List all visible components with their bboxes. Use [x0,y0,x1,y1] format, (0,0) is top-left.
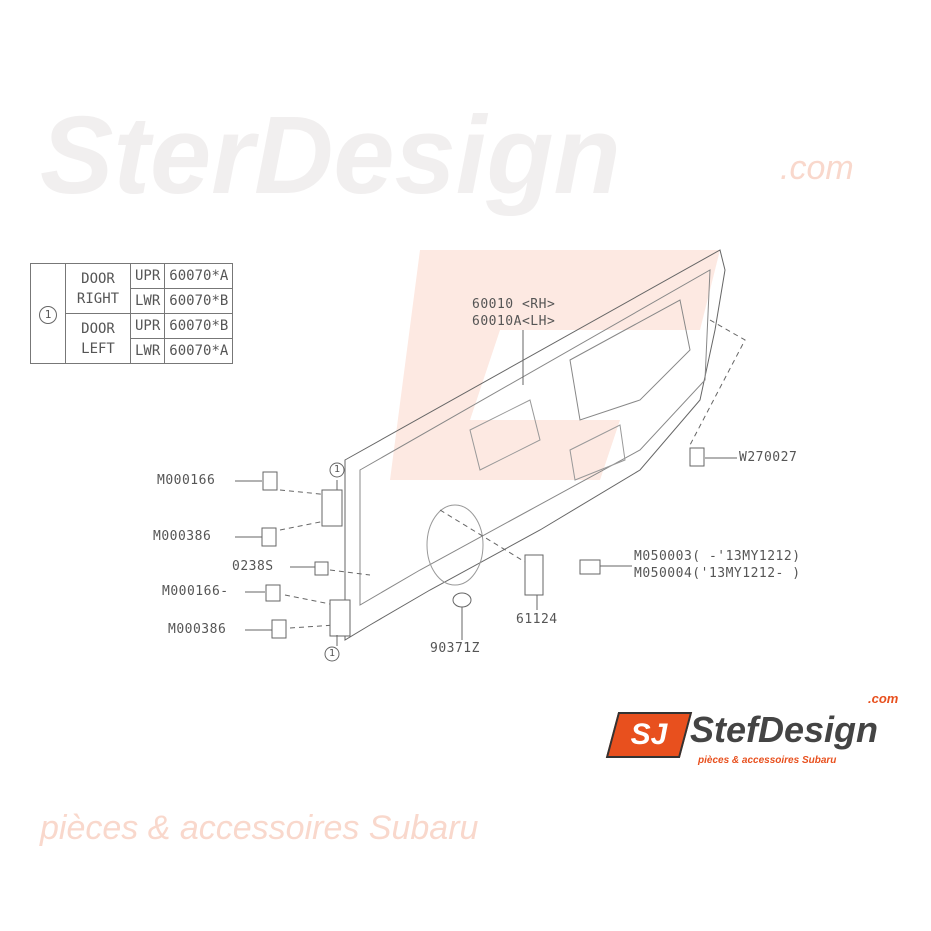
bolt-m000386-top [261,527,277,547]
clip-w270027 [689,447,705,467]
label-m050004: M050004('13MY1212- ) [634,566,801,581]
callout-circle-bottom [324,646,340,662]
dashed-leader [689,319,746,446]
panel-hole [569,424,626,481]
group-left: DOOR LEFT [65,313,131,364]
callout-number: 1 [329,648,336,659]
watermark-domain: .com [780,149,854,187]
label-90371z: 90371Z [430,641,480,656]
leader-lines [235,330,737,646]
logo-name: StefDesign [690,709,879,750]
legend-table: 1 DOOR RIGHT UPR 60070*A LWR 60070*B DOO… [30,263,234,364]
nut-0238s [314,561,329,576]
label-door-rh: 60010 <RH> [472,297,556,312]
door-check-61124 [524,554,544,596]
label-0238s: 0238S [232,559,274,574]
callout-number: 1 [334,464,341,475]
bolt-m000386-bottom [271,619,287,639]
label-door-lh: 60010A<LH> [472,314,556,329]
label-m000166-top: M000166 [157,473,216,488]
label-m000386-top: M000386 [153,529,212,544]
logo-tagline: pièces & accessoires Subaru [698,755,837,766]
logo-icon-text: SJ [630,718,668,751]
door-inner-outline [359,269,711,606]
label-m050003: M050003( -'13MY1212) [634,549,801,564]
pos-cell: LWR [129,338,166,364]
part-cell: 60070*A [164,338,234,364]
bolt-m000166-bottom [265,584,281,602]
bolt-m050003 [579,559,601,575]
part-cell: 60070*B [164,313,234,339]
label-m000386-bottom: M000386 [168,622,227,637]
logo-icon: SJ [605,712,693,758]
pos-cell: LWR [129,288,166,314]
watermark-brand: SterDesign [40,94,621,217]
callout-cell: 1 [30,263,66,364]
watermark-tagline: pièces & accessoires Subaru [40,809,479,847]
callout-circle: 1 [39,305,57,324]
door-panel-outline [344,249,726,641]
label-m000166-bottom: M000166- [162,584,229,599]
bolt-m000166-top [262,471,278,491]
label-w270027: W270027 [739,450,798,465]
part-cell: 60070*B [164,288,234,314]
plug-90371z [452,592,472,608]
callout-circle-top [329,462,345,478]
label-61124: 61124 [516,612,558,627]
logo-domain: .com [868,691,899,706]
dashed-leader [279,489,531,629]
upper-hinge [321,489,343,527]
panel-hole [469,399,541,471]
lower-hinge [329,599,351,637]
speaker-opening [426,504,484,586]
window-opening [569,299,691,421]
